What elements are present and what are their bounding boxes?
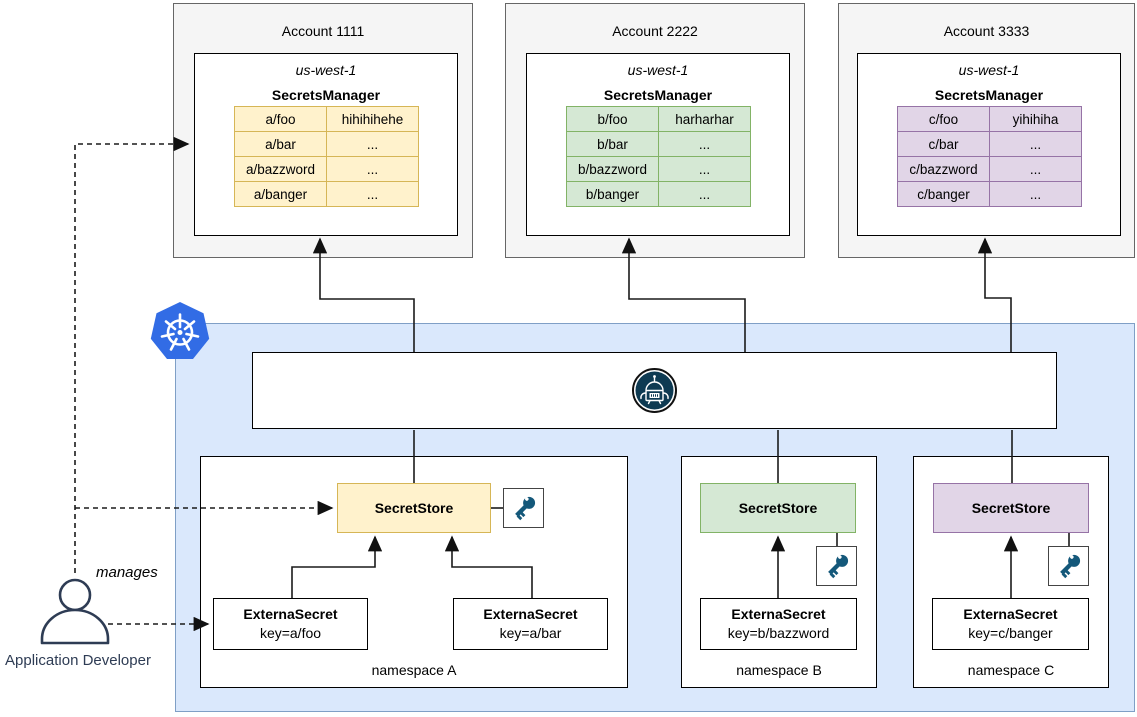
account-box-2222: Account 2222 us-west-1 SecretsManager b/… — [505, 3, 805, 258]
account-title: Account 2222 — [612, 23, 698, 39]
externalsecret-title: ExternaSecret — [483, 606, 578, 623]
externalsecret-key: key=a/bar — [499, 625, 562, 641]
secrets-table: c/foo yihihiha c/bar ... c/bazzword ... … — [897, 106, 1082, 207]
table-row: b/foo harharhar — [566, 106, 751, 132]
secret-name-cell: c/foo — [897, 106, 990, 132]
externalsecret-key: key=a/foo — [259, 625, 322, 641]
namespace-label: namespace B — [736, 662, 822, 678]
secret-value-cell: harharhar — [658, 106, 751, 132]
table-row: a/bar ... — [234, 131, 419, 157]
secret-name-cell: c/bazzword — [897, 156, 990, 182]
external-secrets-operator-icon — [632, 368, 677, 413]
service-label: SecretsManager — [603, 87, 713, 103]
key-icon — [508, 492, 540, 524]
secret-name-cell: b/banger — [566, 181, 659, 207]
manages-label: manages — [96, 564, 158, 581]
table-row: a/banger ... — [234, 181, 419, 207]
table-row: c/banger ... — [897, 181, 1082, 207]
person-icon — [35, 575, 115, 650]
secret-value-cell: ... — [326, 181, 419, 207]
key-box-b — [816, 546, 857, 586]
region-box: us-west-1 SecretsManager c/foo yihihiha … — [857, 53, 1121, 236]
secrets-table: a/foo hihihihehe a/bar ... a/bazzword ..… — [234, 106, 419, 207]
secret-name-cell: a/bazzword — [234, 156, 327, 182]
secretstore-b: SecretStore — [700, 483, 856, 533]
secret-value-cell: ... — [326, 131, 419, 157]
externalsecret-b-bazzword: ExternaSecret key=b/bazzword — [700, 598, 857, 650]
secret-value-cell: ... — [989, 156, 1082, 182]
key-icon — [1053, 550, 1085, 582]
secret-value-cell: yihihiha — [989, 106, 1082, 132]
account-title: Account 1111 — [281, 23, 365, 39]
account-box-3333: Account 3333 us-west-1 SecretsManager c/… — [838, 3, 1135, 258]
table-row: a/foo hihihihehe — [234, 106, 419, 132]
kubernetes-icon — [149, 301, 211, 363]
region-box: us-west-1 SecretsManager a/foo hihihiheh… — [194, 53, 458, 236]
secret-value-cell: ... — [326, 156, 419, 182]
secret-name-cell: a/foo — [234, 106, 327, 132]
externalsecret-title: ExternaSecret — [963, 606, 1058, 623]
externalsecret-a-bar: ExternaSecret key=a/bar — [453, 598, 608, 650]
region-label: us-west-1 — [295, 62, 357, 78]
externalsecret-title: ExternaSecret — [731, 606, 826, 623]
secret-value-cell: ... — [989, 131, 1082, 157]
externalsecret-c-banger: ExternaSecret key=c/banger — [932, 598, 1089, 650]
region-box: us-west-1 SecretsManager b/foo harharhar… — [526, 53, 790, 236]
externalsecret-title: ExternaSecret — [243, 606, 338, 623]
secret-name-cell: c/banger — [897, 181, 990, 207]
key-icon — [821, 550, 853, 582]
table-row: b/bar ... — [566, 131, 751, 157]
service-label: SecretsManager — [934, 87, 1044, 103]
externalsecret-key: key=c/banger — [968, 625, 1053, 641]
secret-value-cell: ... — [658, 181, 751, 207]
namespace-label: namespace A — [371, 662, 457, 678]
namespace-label: namespace C — [967, 662, 1055, 678]
secretstore-a: SecretStore — [337, 483, 491, 533]
service-label: SecretsManager — [271, 87, 381, 103]
secretstore-label: SecretStore — [374, 500, 454, 516]
table-row: c/foo yihihiha — [897, 106, 1082, 132]
secret-name-cell: a/bar — [234, 131, 327, 157]
account-title: Account 3333 — [943, 23, 1030, 39]
table-row: b/bazzword ... — [566, 156, 751, 182]
secret-value-cell: ... — [658, 156, 751, 182]
key-box-a — [503, 488, 544, 528]
secret-value-cell: ... — [989, 181, 1082, 207]
secretstore-c: SecretStore — [933, 483, 1089, 533]
actor-label: Application Developer — [5, 652, 151, 669]
secret-value-cell: hihihihehe — [326, 106, 419, 132]
secret-name-cell: c/bar — [897, 131, 990, 157]
region-label: us-west-1 — [627, 62, 689, 78]
secretstore-label: SecretStore — [971, 500, 1051, 516]
table-row: c/bar ... — [897, 131, 1082, 157]
secret-name-cell: a/banger — [234, 181, 327, 207]
secret-name-cell: b/bar — [566, 131, 659, 157]
externalsecret-key: key=b/bazzword — [727, 625, 830, 641]
region-label: us-west-1 — [958, 62, 1020, 78]
secret-value-cell: ... — [658, 131, 751, 157]
externalsecret-a-foo: ExternaSecret key=a/foo — [213, 598, 368, 650]
secret-name-cell: b/bazzword — [566, 156, 659, 182]
account-box-1111: Account 1111 us-west-1 SecretsManager a/… — [173, 3, 473, 258]
table-row: b/banger ... — [566, 181, 751, 207]
key-box-c — [1048, 546, 1089, 586]
table-row: c/bazzword ... — [897, 156, 1082, 182]
table-row: a/bazzword ... — [234, 156, 419, 182]
secretstore-label: SecretStore — [738, 500, 818, 516]
secret-name-cell: b/foo — [566, 106, 659, 132]
secrets-table: b/foo harharhar b/bar ... b/bazzword ...… — [566, 106, 751, 207]
